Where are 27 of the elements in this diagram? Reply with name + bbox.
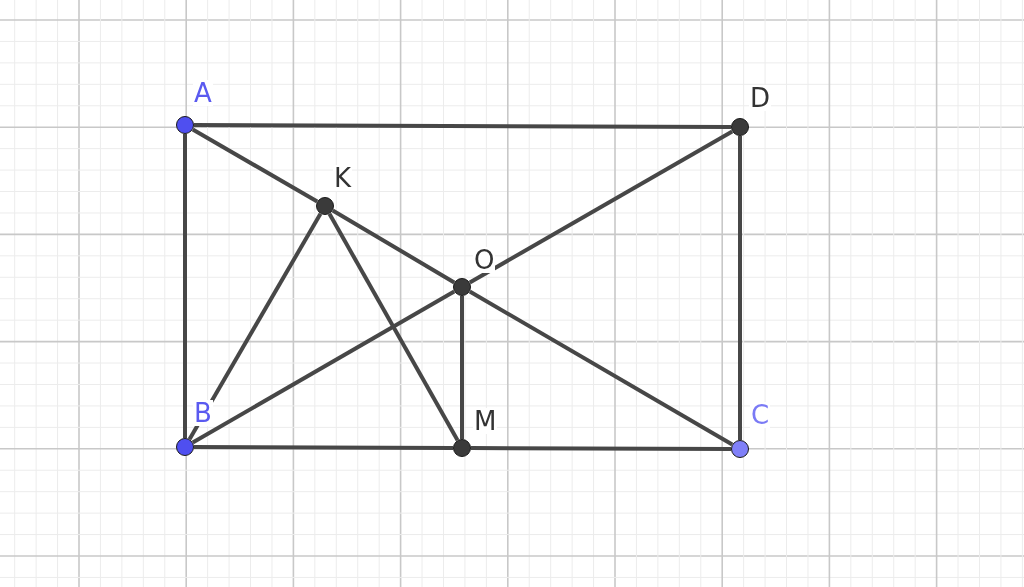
point-label: B [193,400,213,426]
point-label: K [333,165,353,191]
line-segment [183,134,187,438]
line-segment [468,289,734,447]
point-label: O [473,247,496,273]
point-marker [176,438,194,456]
line-segment [194,123,731,129]
point-marker [731,440,749,458]
point-label: C [750,402,771,428]
line-segment [460,296,464,439]
line-segment [468,129,734,285]
line-segment [187,212,323,441]
point-marker [453,439,471,457]
point-label: M [473,408,498,434]
point-marker [316,197,334,215]
line-segment [471,446,731,451]
point-label: A [193,80,213,106]
line-segment [327,212,460,442]
line-segment [194,445,453,450]
line-segment [331,208,456,285]
point-marker [453,278,471,296]
line-segment [191,289,456,445]
line-segment [738,136,742,440]
line-segment [191,127,319,204]
point-marker [176,116,194,134]
point-marker [731,118,749,136]
point-label: D [749,85,772,111]
